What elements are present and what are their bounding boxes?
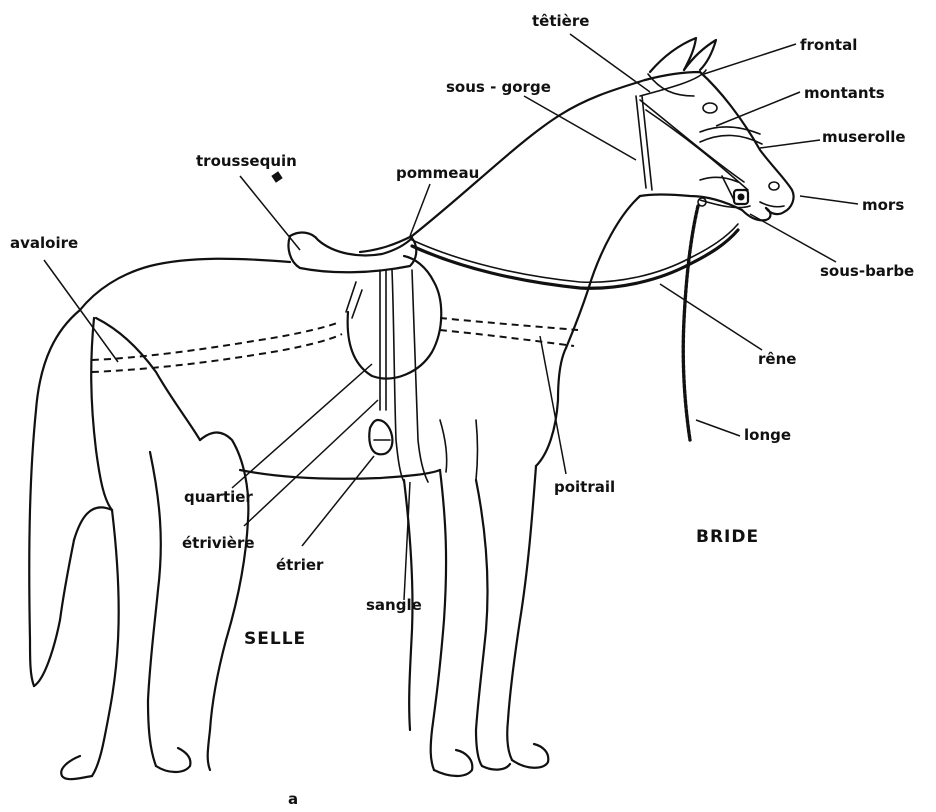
label-quartier: quartier: [184, 488, 253, 506]
label-rene: rêne: [758, 350, 796, 368]
horse-outline: [29, 38, 793, 779]
leader-lines: [44, 34, 858, 600]
label-poitrail: poitrail: [554, 478, 615, 496]
label-mors: mors: [862, 196, 904, 214]
saddle: [92, 224, 738, 482]
label-etriviere: étrivière: [182, 534, 255, 552]
labels: têtière frontal sous - gorge montants mu…: [10, 12, 914, 807]
label-muserolle: muserolle: [822, 128, 906, 146]
section-title-bride: BRIDE: [696, 527, 759, 547]
bridle: [636, 70, 762, 440]
label-frontal: frontal: [800, 36, 857, 54]
label-sous-gorge: sous - gorge: [446, 78, 551, 96]
label-avaloire: avaloire: [10, 234, 78, 252]
label-sous-barbe: sous-barbe: [820, 262, 914, 280]
label-sangle: sangle: [366, 596, 422, 614]
label-troussequin: troussequin: [196, 152, 297, 170]
label-montants: montants: [804, 84, 885, 102]
label-tetiere: têtière: [532, 12, 589, 30]
figure-letter: a: [288, 790, 298, 807]
label-longe: longe: [744, 426, 791, 444]
label-etrier: étrier: [276, 556, 324, 574]
label-pommeau: pommeau: [396, 164, 479, 182]
section-title-selle: SELLE: [244, 629, 306, 649]
